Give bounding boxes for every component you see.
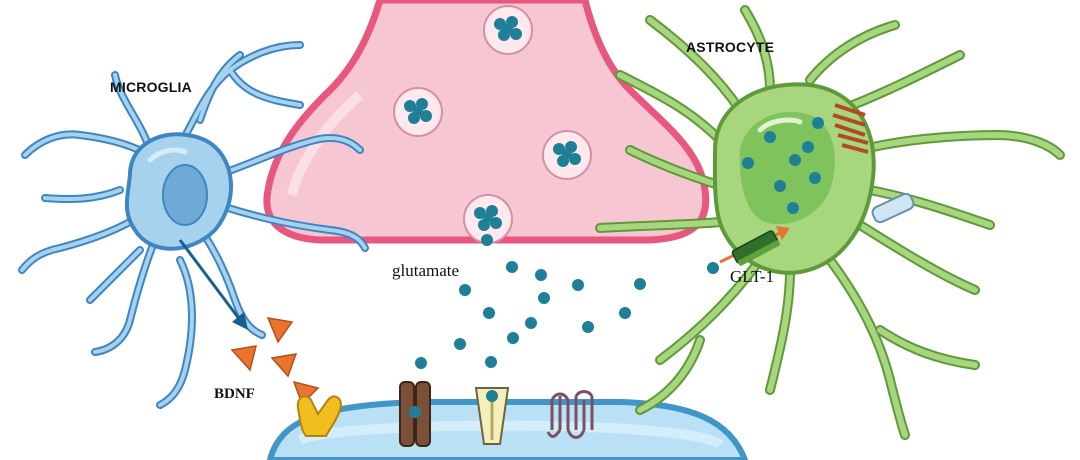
microglia-label: MICROGLIA — [110, 79, 192, 95]
bdnf-triangle-1 — [266, 317, 294, 344]
vesicle-3 — [542, 130, 592, 180]
cleft-glutamate — [415, 261, 719, 369]
glutamate-label: glutamate — [392, 261, 459, 280]
bdnf-label: BDNF — [214, 386, 255, 402]
vesicle-4 — [463, 194, 513, 246]
astrocyte-cell — [595, 5, 1065, 440]
metabotropic-receptor — [546, 390, 594, 439]
bdnf-triangle-3 — [270, 353, 298, 378]
microglia-cell — [18, 41, 369, 409]
postsynaptic-terminal — [266, 399, 749, 460]
ampa-receptor — [474, 387, 510, 445]
astrocyte-channel — [871, 192, 915, 224]
glt1-transporter — [731, 230, 781, 266]
astrocyte-receptor-coil — [832, 103, 869, 154]
bdnf-triangle-2 — [230, 345, 258, 372]
astrocyte-label: ASTROCYTE — [686, 39, 774, 55]
microglia-arrow — [178, 239, 248, 330]
astrocyte-glutamate — [742, 117, 824, 214]
glt1-label: GLT-1 — [730, 267, 774, 286]
trkb-receptor — [296, 395, 342, 437]
vesicle-1 — [483, 5, 533, 55]
vesicle-2 — [393, 87, 443, 137]
nmda-receptor — [399, 381, 431, 447]
